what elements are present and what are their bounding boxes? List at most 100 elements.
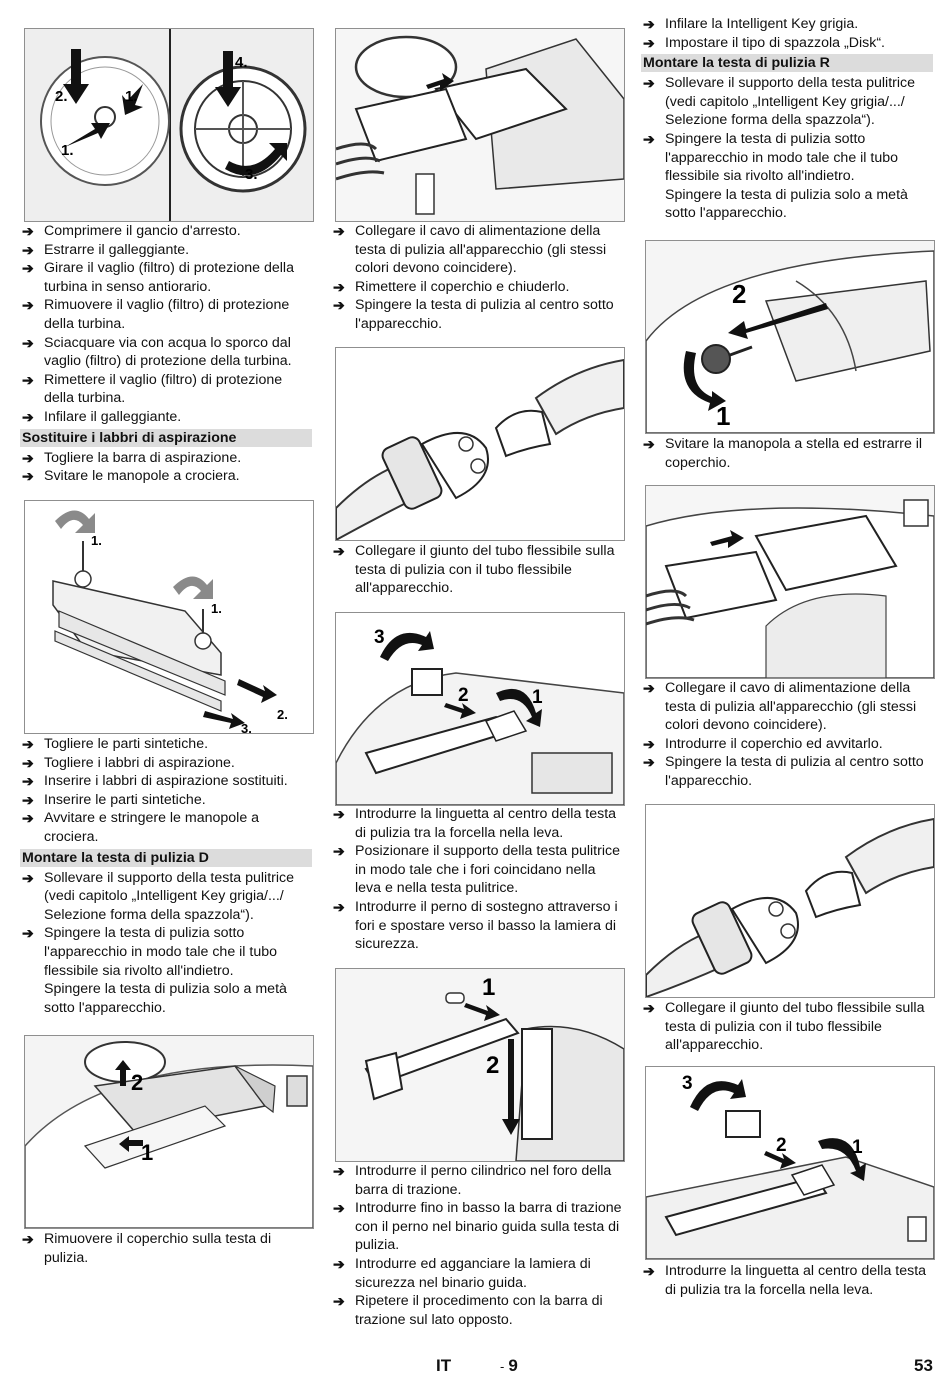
steps-power-cable-r: ➔Collegare il cavo di alimentazione dell… xyxy=(641,679,933,791)
fig8-label-1: 2 xyxy=(732,279,746,309)
arrow-right-icon: ➔ xyxy=(22,334,34,351)
step-item: ➔Infilare il galleggiante. xyxy=(22,408,182,425)
step-item: ➔Sollevare il supporto della testa pulit… xyxy=(643,75,915,129)
arrow-right-icon: ➔ xyxy=(333,843,345,860)
step-item: ➔Sciacquare via con acqua lo sporco dal … xyxy=(22,334,292,370)
figure-tow-bar-d: 1 2 xyxy=(335,968,625,1162)
fig1-label-4: 4. xyxy=(235,54,248,71)
arrow-right-icon: ➔ xyxy=(643,1000,655,1016)
step-item: ➔Introdurre la linguetta al centro della… xyxy=(643,1263,927,1298)
arrow-right-icon: ➔ xyxy=(333,806,345,822)
fig2-label-4: 3. xyxy=(241,721,252,733)
arrow-right-icon: ➔ xyxy=(22,297,34,314)
arrow-right-icon: ➔ xyxy=(643,34,655,51)
figure-lever-fork-d: 3 2 1 xyxy=(335,612,625,806)
section-heading-head-r: Montare la testa di pulizia R xyxy=(641,54,933,73)
arrow-right-icon: ➔ xyxy=(333,543,345,559)
step-item: ➔Spingere la testa di pulizia sotto l'ap… xyxy=(641,130,933,223)
section-heading-head-d: Montare la testa di pulizia D xyxy=(20,848,312,867)
step-item: ➔Spingere la testa di pulizia al centro … xyxy=(333,297,614,332)
step-item: ➔Inserire le parti sintetiche. xyxy=(22,791,206,808)
step-item: ➔Introdurre la linguetta al centro della… xyxy=(333,806,617,841)
step-item: ➔Togliere le parti sintetiche. xyxy=(22,736,209,752)
figure-power-cable-d xyxy=(335,28,625,222)
step-item: ➔Rimuovere il vaglio (filtro) di protezi… xyxy=(22,297,290,332)
arrow-right-icon: ➔ xyxy=(333,278,345,295)
arrow-right-icon: ➔ xyxy=(22,925,34,942)
steps-hose-coupling-d: ➔Collegare il giunto del tubo flessibile… xyxy=(331,542,623,598)
arrow-right-icon: ➔ xyxy=(22,773,34,790)
step-item: ➔Spingere la testa di pulizia sotto l'ap… xyxy=(20,924,312,1017)
steps-lever-fork-d: ➔Introdurre la linguetta al centro della… xyxy=(331,805,623,954)
step-item: ➔Ripetere il procedimento con la barra d… xyxy=(333,1293,603,1328)
step-item: ➔Rimettere il vaglio (filtro) di protezi… xyxy=(22,371,283,407)
steps-cover-head-d: ➔Rimuovere il coperchio sulla testa di p… xyxy=(20,1230,312,1267)
steps-suction-lips: ➔Togliere le parti sintetiche. ➔Togliere… xyxy=(20,735,312,1017)
fig7-label-2: 2 xyxy=(486,1052,499,1079)
arrow-right-icon: ➔ xyxy=(333,1255,345,1272)
arrow-right-icon: ➔ xyxy=(22,754,34,771)
arrow-right-icon: ➔ xyxy=(22,1231,34,1247)
fig3-label-1: 2 xyxy=(131,1070,143,1095)
steps-key-disk: ➔Infilare la Intelligent Key grigia. ➔Im… xyxy=(641,15,933,223)
fig2-label-1: 1. xyxy=(91,533,102,548)
arrow-right-icon: ➔ xyxy=(22,791,34,808)
arrow-right-icon: ➔ xyxy=(333,1200,345,1217)
arrow-right-icon: ➔ xyxy=(333,223,345,239)
arrow-right-icon: ➔ xyxy=(333,898,345,915)
steps-power-cable-d: ➔Collegare il cavo di alimentazione dell… xyxy=(331,222,623,334)
step-item: ➔Collegare il giunto del tubo flessibile… xyxy=(643,1000,925,1054)
fig1-label-3: 1. xyxy=(61,142,74,159)
footer-dash: - xyxy=(500,1359,505,1374)
step-item: ➔Estrarre il galleggiante. xyxy=(22,241,190,258)
step-item: ➔Collegare il cavo di alimentazione dell… xyxy=(333,223,607,277)
fig7-label-1: 1 xyxy=(482,974,495,1001)
step-item: ➔Infilare la Intelligent Key grigia. xyxy=(643,16,859,32)
steps-turbine-filter: ➔Comprimere il gancio d'arresto. ➔Estrar… xyxy=(20,222,312,486)
steps-star-knob-r: ➔Svitare la manopola a stella ed estrarr… xyxy=(641,435,933,472)
fig11-label-1: 3 xyxy=(682,1073,693,1094)
arrow-right-icon: ➔ xyxy=(22,736,34,752)
step-item: ➔Introdurre il coperchio ed avvitarlo. xyxy=(643,735,883,752)
fig1-label-2: 1. xyxy=(125,88,138,105)
step-item: ➔Togliere i labbri di aspirazione. xyxy=(22,754,235,771)
step-note: Spingere la testa di pulizia solo a metà… xyxy=(44,981,287,1016)
section-heading-lips: Sostituire i labbri di aspirazione xyxy=(20,428,312,447)
arrow-right-icon: ➔ xyxy=(643,16,655,32)
figure-hose-coupling-d xyxy=(335,347,625,541)
fig11-label-2: 2 xyxy=(776,1135,787,1156)
figure-turbine-filter: 2. 1. 1. 4. 3. xyxy=(24,28,314,222)
step-note: Spingere la testa di pulizia solo a metà… xyxy=(665,186,908,222)
figure-suction-lips: 1. 1. 2. 3. xyxy=(24,500,314,734)
fig1-label-5: 3. xyxy=(245,166,258,183)
arrow-right-icon: ➔ xyxy=(643,735,655,752)
arrow-right-icon: ➔ xyxy=(643,754,655,771)
step-item: ➔Introdurre fino in basso la barra di tr… xyxy=(333,1200,622,1254)
arrow-right-icon: ➔ xyxy=(22,810,34,827)
steps-tow-bar-d: ➔Introdurre il perno cilindrico nel foro… xyxy=(331,1162,623,1329)
step-item: ➔Rimuovere il coperchio sulla testa di p… xyxy=(22,1231,272,1266)
arrow-right-icon: ➔ xyxy=(643,1263,655,1279)
arrow-right-icon: ➔ xyxy=(22,371,34,388)
fig1-label-1: 2. xyxy=(55,88,68,105)
step-item: ➔Svitare le manopole a crociera. xyxy=(22,468,240,485)
arrow-right-icon: ➔ xyxy=(643,130,655,147)
step-item: ➔Inserire i labbri di aspirazione sostit… xyxy=(22,773,288,790)
step-item: ➔Comprimere il gancio d'arresto. xyxy=(22,223,241,239)
arrow-right-icon: ➔ xyxy=(333,297,345,314)
arrow-right-icon: ➔ xyxy=(643,436,655,452)
step-item: ➔Collegare il cavo di alimentazione dell… xyxy=(643,680,917,734)
arrow-right-icon: ➔ xyxy=(22,869,34,886)
step-item: ➔Introdurre il perno cilindrico nel foro… xyxy=(333,1163,612,1198)
step-item: ➔Introdurre ed agganciare la lamiera di … xyxy=(333,1255,591,1291)
figure-lever-fork-r: 3 2 1 xyxy=(645,1066,935,1260)
step-item: ➔Spingere la testa di pulizia al centro … xyxy=(643,754,924,789)
step-item: ➔Togliere la barra di aspirazione. xyxy=(22,449,242,466)
step-item: ➔Sollevare il supporto della testa pulit… xyxy=(22,869,294,923)
footer-page-number: 53 xyxy=(914,1356,933,1375)
arrow-right-icon: ➔ xyxy=(22,260,34,277)
step-item: ➔Girare il vaglio (filtro) di protezione… xyxy=(22,260,294,295)
fig2-label-2: 1. xyxy=(211,601,222,616)
step-item: ➔Rimettere il coperchio e chiuderlo. xyxy=(333,278,570,295)
step-item: ➔Svitare la manopola a stella ed estrarr… xyxy=(643,436,923,471)
